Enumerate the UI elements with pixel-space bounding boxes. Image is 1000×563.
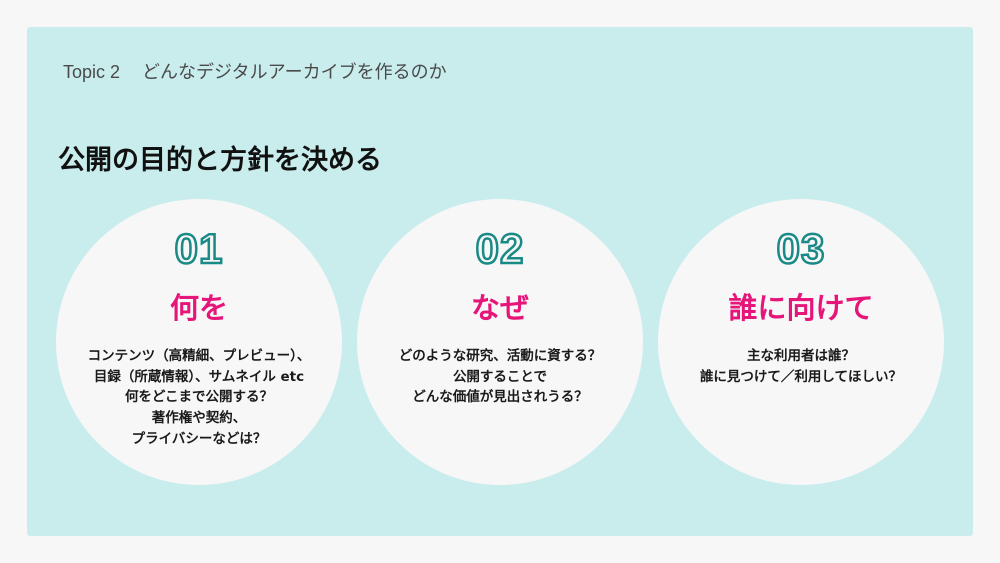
circle-heading: なぜ (470, 291, 529, 325)
body-line: 何をどこまで公開する？ (124, 389, 274, 406)
topic-header: Topic 2 どんなデジタルアーカイブを作るのか (63, 58, 447, 84)
circle-what: 01 何を コンテンツ（高精細、プレビュー）、 目録（所蔵情報）、サムネイル e… (56, 199, 342, 485)
body-line: 目録（所蔵情報）、サムネイル etc (93, 368, 305, 385)
circle-heading: 何を (169, 291, 228, 325)
circle-number: 01 (173, 224, 224, 274)
body-line: プライバシーなどは？ (131, 430, 267, 447)
circle-body: どのような研究、活動に資する？ 公開することで どんな価値が見出されうる？ (357, 346, 643, 408)
body-line: 著作権や契約、 (151, 410, 247, 427)
circle-heading: 誰に向けて (728, 291, 874, 325)
body-line: 主な利用者は誰？ (747, 348, 855, 364)
circle-for-whom: 03 誰に向けて 主な利用者は誰？ 誰に見つけて／利用してほしい？ (658, 199, 944, 485)
body-line: 公開することで (452, 368, 548, 385)
circle-number: 03 (775, 224, 826, 274)
slide-title: 公開の目的と方針を決める (58, 145, 382, 176)
body-line: コンテンツ（高精細、プレビュー）、 (87, 348, 311, 364)
circle-why: 02 なぜ どのような研究、活動に資する？ 公開することで どんな価値が見出され… (357, 199, 643, 485)
circle-body: 主な利用者は誰？ 誰に見つけて／利用してほしい？ (658, 346, 944, 387)
circle-number: 02 (474, 224, 525, 274)
body-line: どんな価値が見出されうる？ (412, 389, 588, 406)
body-line: 誰に見つけて／利用してほしい？ (699, 368, 903, 385)
body-line: どのような研究、活動に資する？ (398, 348, 602, 364)
topic-label: Topic 2 (63, 62, 121, 82)
circle-body: コンテンツ（高精細、プレビュー）、 目録（所蔵情報）、サムネイル etc 何をど… (56, 346, 342, 450)
topic-title: どんなデジタルアーカイブを作るのか (142, 62, 447, 83)
